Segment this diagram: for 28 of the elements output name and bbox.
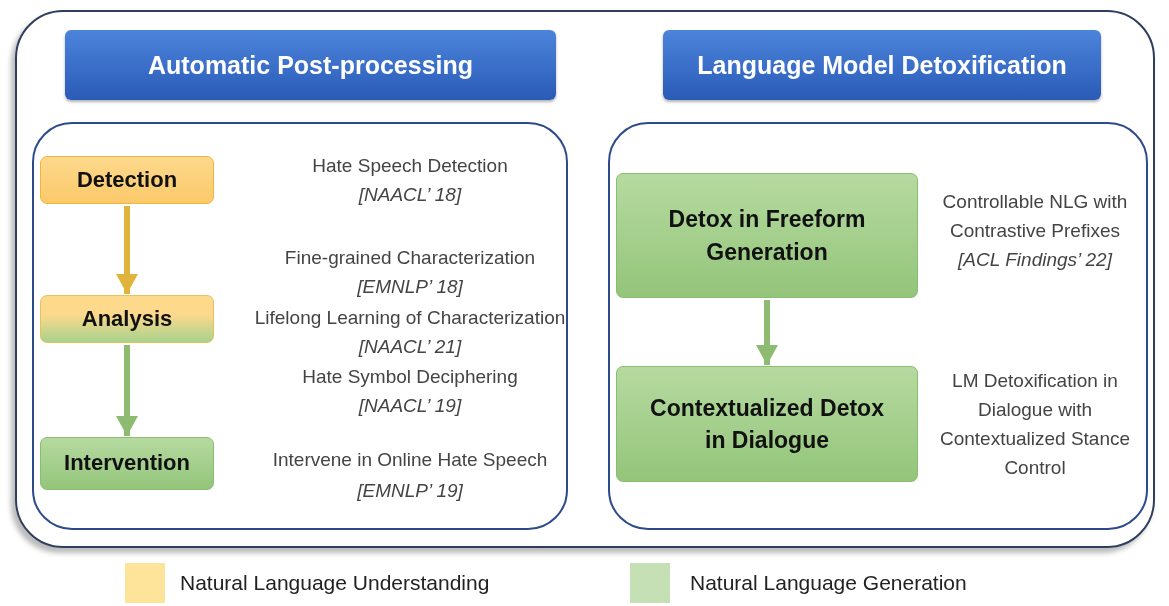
process-box: Contextualized Detox in Dialogue bbox=[616, 366, 918, 482]
citation-text: [EMNLP’ 19] bbox=[356, 479, 464, 503]
process-box: Detox in Freeform Generation bbox=[616, 173, 918, 298]
header-bar: Automatic Post-processing bbox=[65, 30, 556, 100]
citation-text: [ACL Findings’ 22] bbox=[956, 248, 1114, 272]
panel-frame bbox=[608, 122, 1148, 530]
outer-frame bbox=[15, 10, 1155, 548]
description-text: Hate Speech Detection bbox=[311, 154, 509, 178]
citation-text: [NAACL’ 21] bbox=[357, 335, 463, 359]
description-text: Fine-grained Characterization bbox=[283, 246, 537, 270]
process-box: Intervention bbox=[40, 437, 214, 490]
citation-text: [NAACL’ 18] bbox=[357, 183, 463, 207]
description-text: Lifelong Learning of Characterization bbox=[253, 306, 567, 330]
description-text: LM Detoxification in Dialogue with Contextualized Stance Control bbox=[938, 369, 1132, 480]
legend-label: Natural Language Understanding bbox=[180, 571, 490, 595]
process-box: Analysis bbox=[40, 295, 214, 343]
description-text: Intervene in Online Hate Speech bbox=[271, 448, 549, 472]
arrow bbox=[756, 300, 778, 365]
description-text: Hate Symbol Deciphering bbox=[301, 365, 519, 389]
process-box: Detection bbox=[40, 156, 214, 204]
header-bar: Language Model Detoxification bbox=[663, 30, 1101, 100]
arrow bbox=[116, 206, 138, 294]
description-text: Controllable NLG with Contrastive Prefixes bbox=[941, 190, 1129, 243]
legend-label: Natural Language Generation bbox=[690, 571, 967, 595]
citation-text: [EMNLP’ 18] bbox=[356, 275, 464, 299]
panel-frame bbox=[32, 122, 568, 530]
arrow bbox=[116, 345, 138, 436]
citation-text: [NAACL’ 19] bbox=[357, 394, 463, 418]
